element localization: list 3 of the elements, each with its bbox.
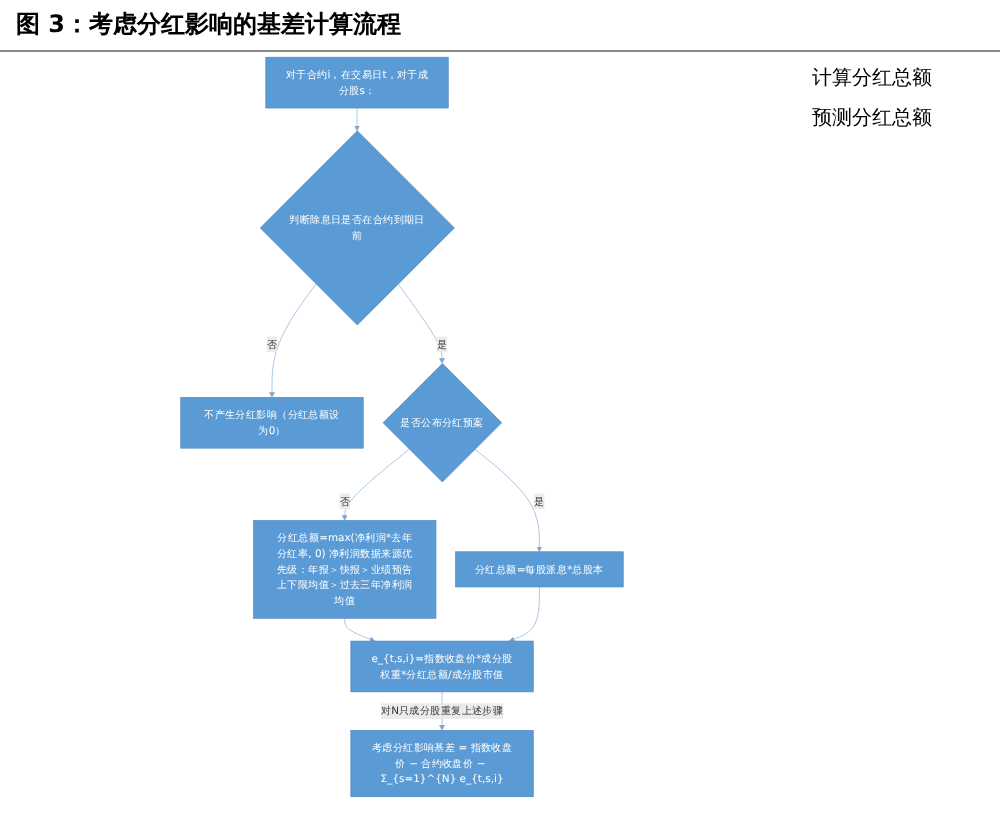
note-text: 预测分红总额 <box>812 105 934 132</box>
note-text: 计算分红总额 <box>812 65 934 92</box>
figure-title: 图 3：考虑分红影响的基差计算流程 <box>0 0 1000 52</box>
